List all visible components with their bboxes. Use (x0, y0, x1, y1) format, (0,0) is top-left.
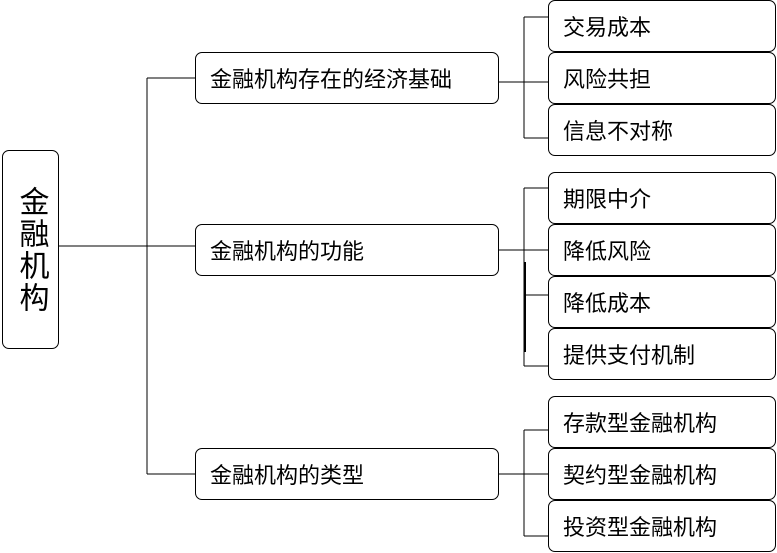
leaf-label: 交易成本 (563, 16, 652, 41)
leaf-node: 投资型金融机构 (548, 500, 776, 552)
leaf-node: 风险共担 (548, 52, 776, 104)
leaf-label: 契约型金融机构 (563, 464, 718, 489)
leaf-node: 期限中介 (548, 172, 776, 224)
branch-label: 金融机构的类型 (210, 464, 365, 489)
branch-node-functions: 金融机构的功能 (195, 224, 499, 276)
leaf-label: 信息不对称 (563, 120, 674, 145)
leaf-node: 降低风险 (548, 224, 776, 276)
leaf-node: 存款型金融机构 (548, 396, 776, 448)
leaf-node: 信息不对称 (548, 104, 776, 156)
leaf-node: 契约型金融机构 (548, 448, 776, 500)
root-label: 金融机构 (13, 185, 49, 314)
branch-node-types: 金融机构的类型 (195, 448, 499, 500)
leaf-label: 提供支付机制 (563, 344, 696, 369)
leaf-node: 提供支付机制 (548, 328, 776, 380)
leaf-label: 降低风险 (563, 240, 652, 265)
leaf-node: 交易成本 (548, 0, 776, 52)
leaf-label: 存款型金融机构 (563, 412, 718, 437)
leaf-label: 降低成本 (563, 292, 652, 317)
leaf-label: 投资型金融机构 (563, 516, 718, 541)
leaf-node: 降低成本 (548, 276, 776, 328)
branch-node-economic-basis: 金融机构存在的经济基础 (195, 52, 499, 104)
branch-label: 金融机构存在的经济基础 (210, 68, 453, 93)
leaf-label: 风险共担 (563, 68, 652, 93)
leaf-label: 期限中介 (563, 188, 652, 213)
root-node: 金融机构 (2, 150, 59, 349)
branch-label: 金融机构的功能 (210, 240, 365, 265)
